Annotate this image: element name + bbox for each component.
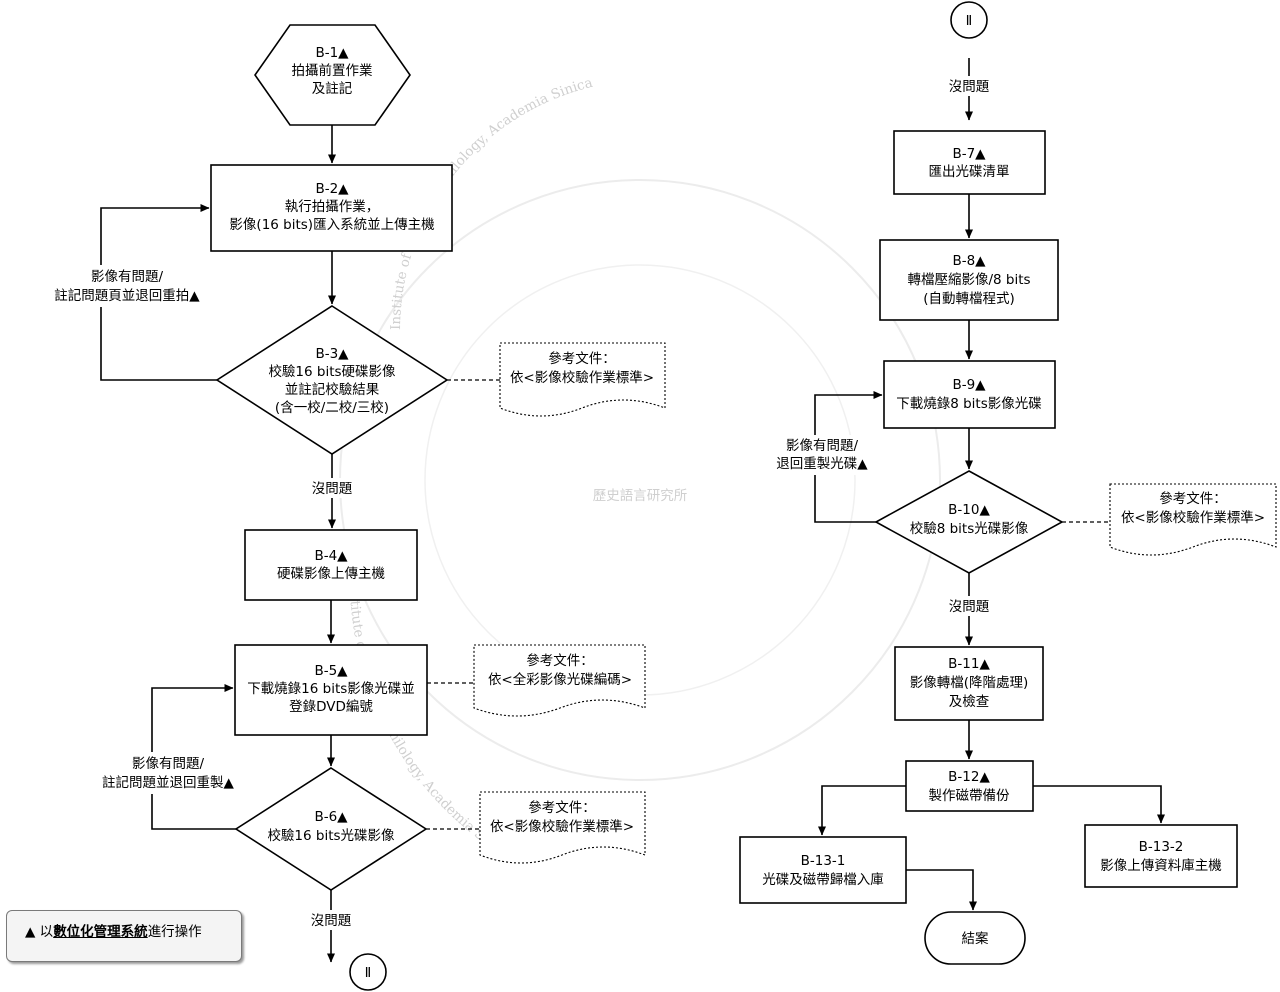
svg-text:及檢查: 及檢查 <box>949 693 990 710</box>
svg-text:B-5▲: B-5▲ <box>314 663 348 679</box>
svg-text:B-11▲: B-11▲ <box>948 656 990 672</box>
label-no-problem-2: 沒問題 <box>311 912 352 929</box>
svg-text:拍攝前置作業: 拍攝前置作業 <box>292 62 373 79</box>
svg-text:並註記校驗結果: 並註記校驗結果 <box>285 381 380 398</box>
node-b10: B-10▲ 校驗8 bits光碟影像 <box>874 470 1064 574</box>
node-b1: B-1▲ 拍攝前置作業 及註記 <box>254 24 411 126</box>
node-b7: B-7▲ 匯出光碟清單 <box>893 130 1046 195</box>
svg-text:B-9▲: B-9▲ <box>952 377 986 393</box>
svg-text:影像上傳資料庫主機: 影像上傳資料庫主機 <box>1100 858 1222 874</box>
svg-text:Ⅱ: Ⅱ <box>365 965 372 981</box>
svg-text:Ⅱ: Ⅱ <box>966 13 973 29</box>
svg-text:下載燒錄8 bits影像光碟: 下載燒錄8 bits影像光碟 <box>896 396 1042 412</box>
svg-text:(自動轉檔程式): (自動轉檔程式) <box>923 291 1015 307</box>
label-retake-1: 影像有問題/ <box>91 269 163 285</box>
svg-text:參考文件：: 參考文件： <box>548 351 616 367</box>
svg-text:B-2▲: B-2▲ <box>315 181 349 197</box>
svg-text:B-8▲: B-8▲ <box>952 253 986 269</box>
label-reburn8-2: 退回重製光碟▲ <box>776 456 868 472</box>
node-b9: B-9▲ 下載燒錄8 bits影像光碟 <box>883 360 1056 429</box>
legend-box: ▲ 以數位化管理系統進行操作 <box>6 910 242 962</box>
label-reburn16-1: 影像有問題/ <box>132 756 204 772</box>
label-retake-2: 註記問題頁並退回重拍▲ <box>54 287 200 304</box>
connector-page2-top: Ⅱ <box>950 1 988 39</box>
svg-text:校驗16 bits光碟影像: 校驗16 bits光碟影像 <box>267 827 395 844</box>
svg-text:參考文件：: 參考文件： <box>1159 491 1227 507</box>
legend-prefix: ▲ 以 <box>25 924 54 940</box>
node-b3: B-3▲ 校驗16 bits硬碟影像 並註記校驗結果 (含一校/二校/三校) <box>215 305 449 455</box>
svg-text:結案: 結案 <box>962 930 990 947</box>
ref-doc-b3: 參考文件： 依<影像校驗作業標準> <box>499 342 666 417</box>
svg-text:依<全彩影像光碟編碼>: 依<全彩影像光碟編碼> <box>488 671 632 688</box>
svg-text:執行拍攝作業，: 執行拍攝作業， <box>285 199 380 215</box>
svg-text:(含一校/二校/三校): (含一校/二校/三校) <box>275 399 389 416</box>
svg-text:B-1▲: B-1▲ <box>315 45 349 61</box>
legend-suffix: 進行操作 <box>147 924 202 940</box>
node-b13-1: B-13-1 光碟及磁帶歸檔入庫 <box>739 836 907 904</box>
svg-text:B-13-2: B-13-2 <box>1139 839 1184 855</box>
watermark-chinese: 歷史語言研究所 <box>593 487 688 504</box>
legend-emphasis: 數位化管理系統 <box>53 924 148 940</box>
svg-text:登錄DVD編號: 登錄DVD編號 <box>289 699 373 715</box>
svg-text:匯出光碟清單: 匯出光碟清單 <box>929 164 1010 180</box>
svg-text:B-13-1: B-13-1 <box>801 853 846 869</box>
svg-text:硬碟影像上傳主機: 硬碟影像上傳主機 <box>277 566 385 582</box>
svg-text:下載燒錄16 bits影像光碟並: 下載燒錄16 bits影像光碟並 <box>247 681 415 697</box>
svg-text:B-12▲: B-12▲ <box>948 769 990 785</box>
label-reburn16-2: 註記問題並退回重製▲ <box>102 774 234 791</box>
svg-text:校驗16 bits硬碟影像: 校驗16 bits硬碟影像 <box>268 363 396 380</box>
svg-text:B-6▲: B-6▲ <box>314 809 348 825</box>
ref-doc-b6: 參考文件： 依<影像校驗作業標準> <box>479 791 646 864</box>
ref-doc-b10: 參考文件： 依<影像校驗作業標準> <box>1109 483 1277 556</box>
svg-text:轉檔壓縮影像/8 bits: 轉檔壓縮影像/8 bits <box>907 272 1030 288</box>
svg-text:依<影像校驗作業標準>: 依<影像校驗作業標準> <box>510 369 654 386</box>
svg-text:影像轉檔(降階處理): 影像轉檔(降階處理) <box>910 675 1029 691</box>
node-b6: B-6▲ 校驗16 bits光碟影像 <box>234 767 428 891</box>
ref-doc-b5: 參考文件： 依<全彩影像光碟編碼> <box>473 644 646 717</box>
label-reburn8-1: 影像有問題/ <box>786 438 858 454</box>
node-b8: B-8▲ 轉檔壓縮影像/8 bits (自動轉檔程式) <box>879 239 1059 321</box>
svg-text:校驗8 bits光碟影像: 校驗8 bits光碟影像 <box>910 520 1029 537</box>
node-b11: B-11▲ 影像轉檔(降階處理) 及檢查 <box>894 646 1044 721</box>
svg-text:B-3▲: B-3▲ <box>315 346 349 362</box>
svg-text:B-10▲: B-10▲ <box>948 502 990 518</box>
svg-text:參考文件：: 參考文件： <box>526 653 594 669</box>
node-b4: B-4▲ 硬碟影像上傳主機 <box>244 529 418 601</box>
node-b12: B-12▲ 製作磁帶備份 <box>905 760 1034 812</box>
svg-text:製作磁帶備份: 製作磁帶備份 <box>929 788 1010 804</box>
label-no-problem-4: 沒問題 <box>949 598 990 615</box>
svg-text:依<影像校驗作業標準>: 依<影像校驗作業標準> <box>1121 509 1265 526</box>
svg-text:影像(16 bits)匯入系統並上傳主機: 影像(16 bits)匯入系統並上傳主機 <box>229 217 435 233</box>
svg-text:光碟及磁帶歸檔入庫: 光碟及磁帶歸檔入庫 <box>762 871 884 888</box>
svg-text:依<影像校驗作業標準>: 依<影像校驗作業標準> <box>490 818 634 835</box>
connector-page2-bottom: Ⅱ <box>349 953 387 991</box>
node-end: 結案 <box>924 911 1026 965</box>
node-b5: B-5▲ 下載燒錄16 bits影像光碟並 登錄DVD編號 <box>234 644 428 736</box>
node-b2: B-2▲ 執行拍攝作業， 影像(16 bits)匯入系統並上傳主機 <box>210 164 453 252</box>
svg-text:參考文件：: 參考文件： <box>528 800 596 816</box>
label-no-problem-3: 沒問題 <box>949 78 990 95</box>
svg-text:B-4▲: B-4▲ <box>314 548 348 564</box>
label-no-problem-1: 沒問題 <box>312 480 353 497</box>
svg-text:B-7▲: B-7▲ <box>952 146 986 162</box>
svg-text:及註記: 及註記 <box>312 80 353 97</box>
node-b13-2: B-13-2 影像上傳資料庫主機 <box>1084 824 1238 888</box>
